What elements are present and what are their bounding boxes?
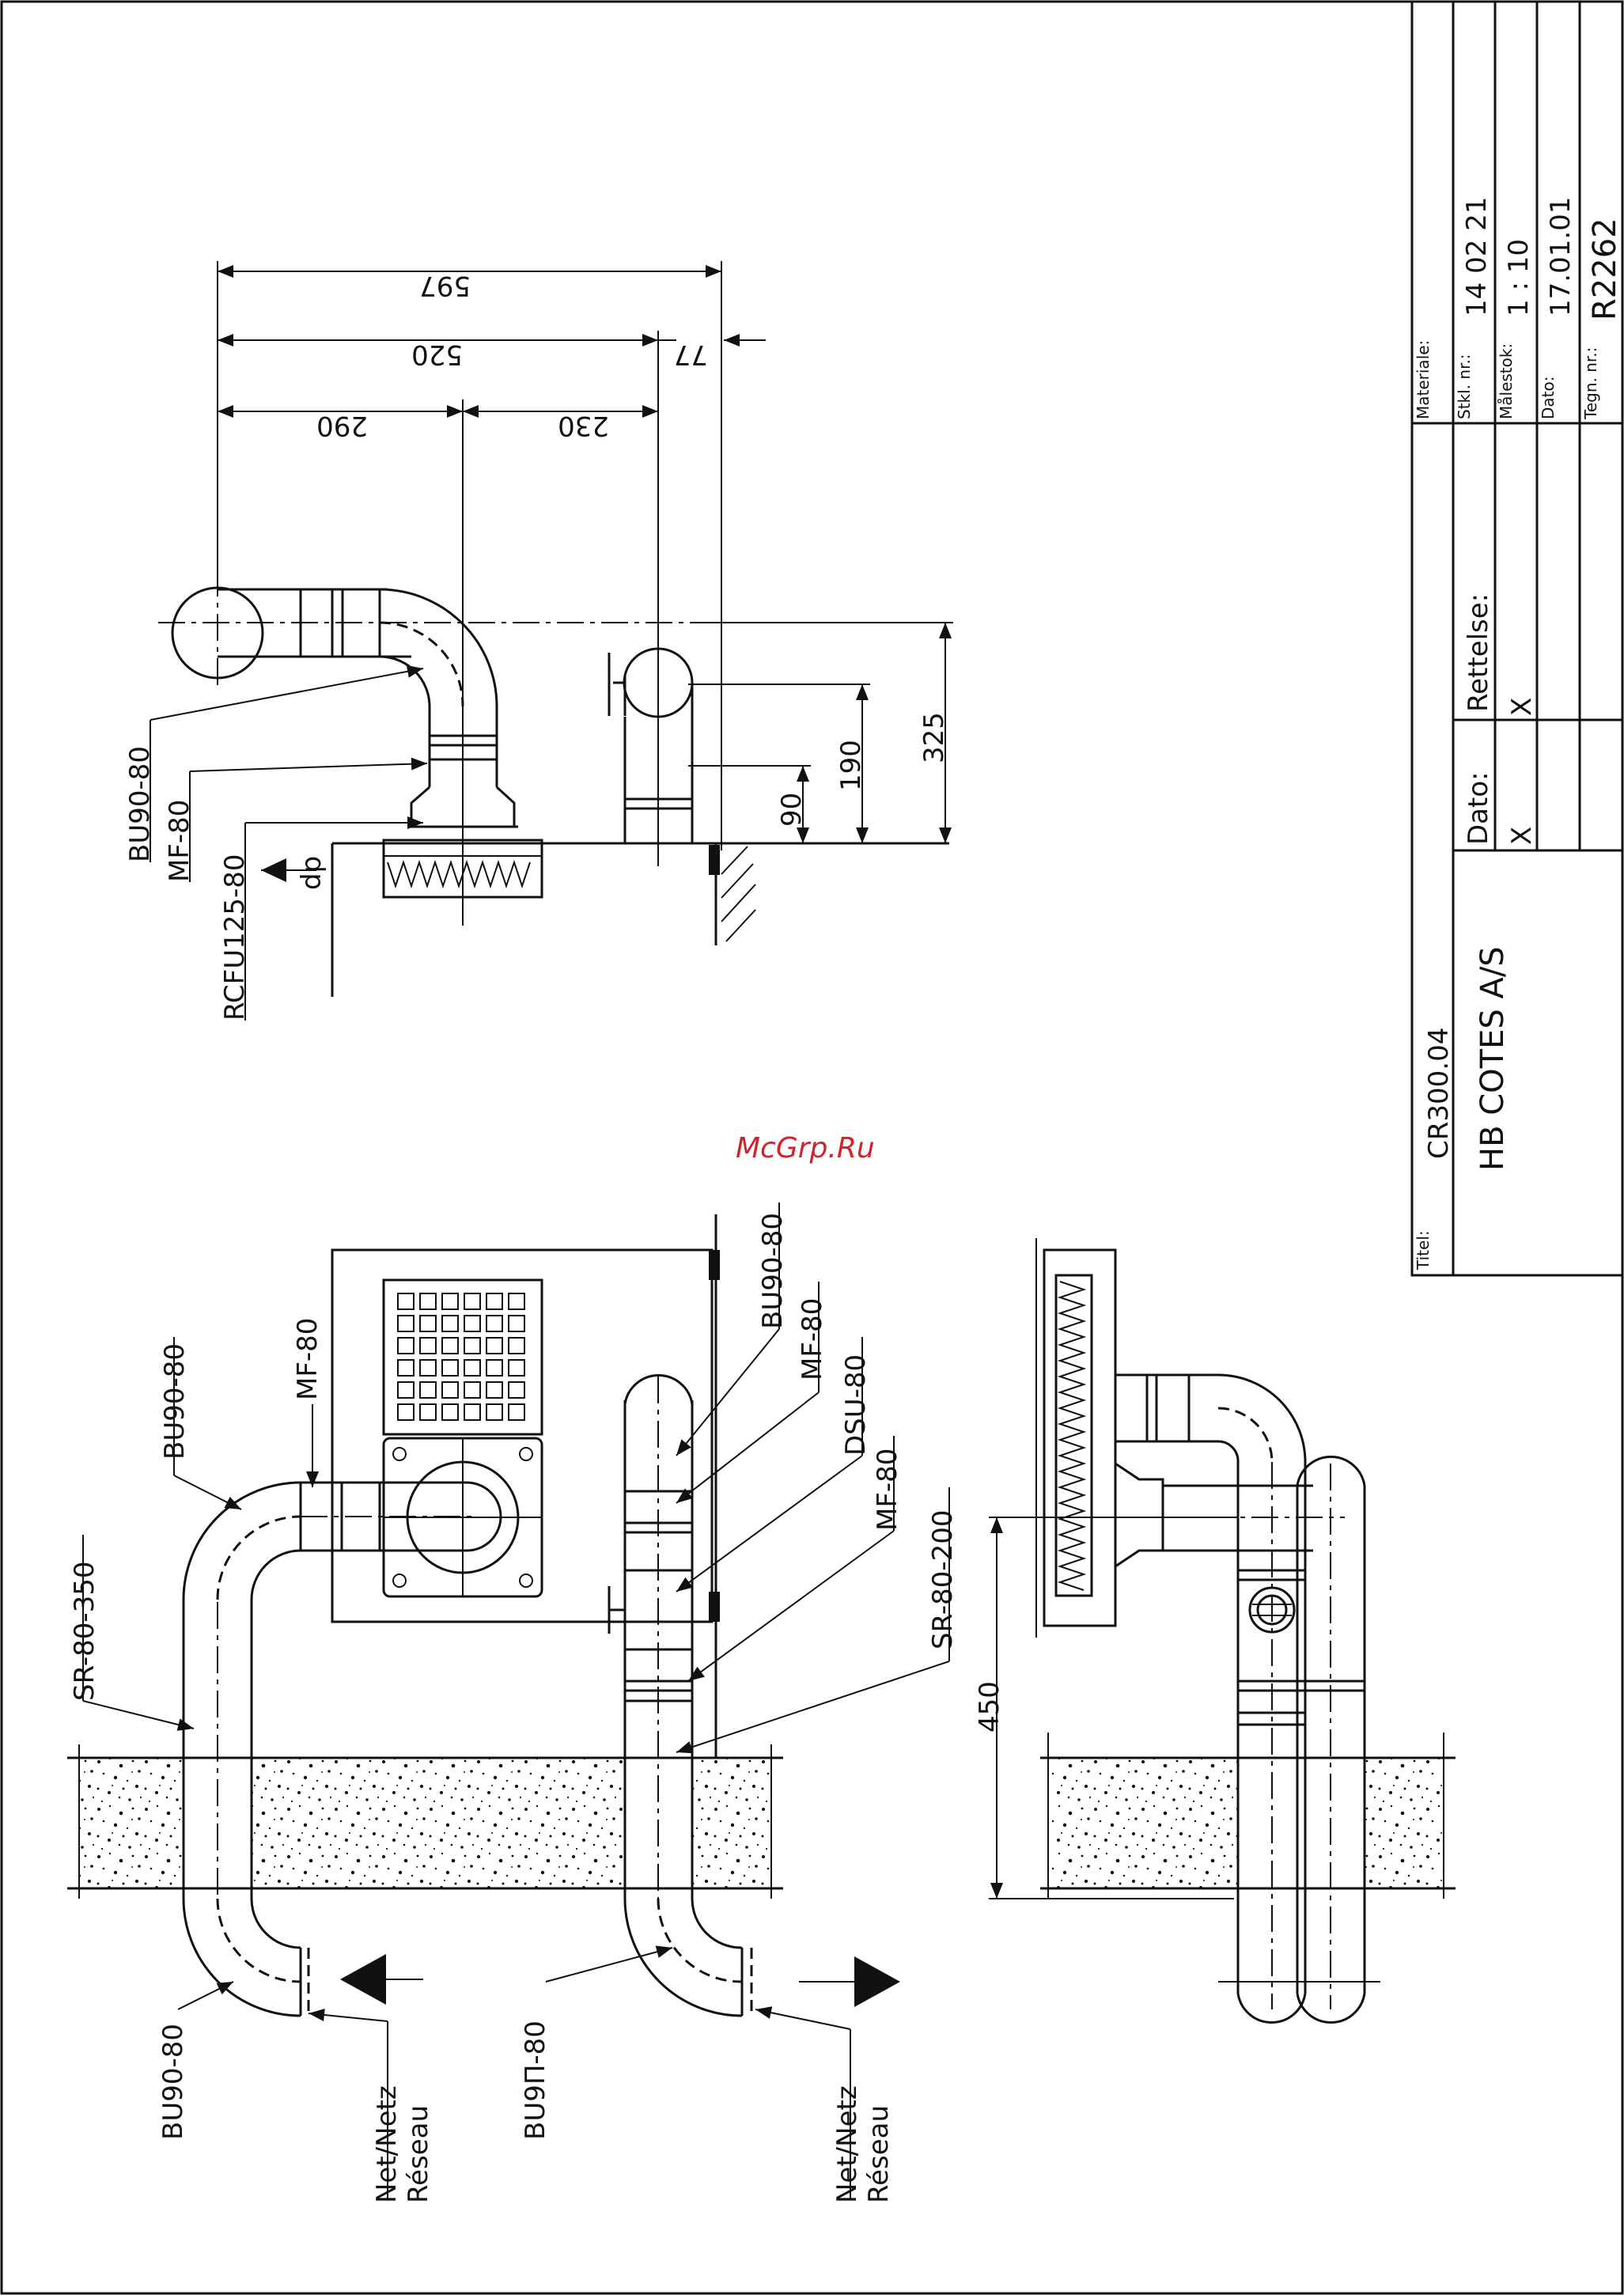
label-bu90-right: BU90-80: [757, 1213, 789, 1329]
dim-520: 520: [411, 339, 463, 370]
label-net-1a: Net/Netz: [371, 2085, 403, 2203]
label-top-mf: MF-80: [164, 800, 195, 882]
title-block: Materiale: Stkl. nr.: 14 02 21 Målestok:…: [1410, 0, 1624, 1277]
dato-value: 17.01.01: [1545, 197, 1577, 316]
dim-90: 90: [776, 793, 808, 827]
dim-290: 290: [316, 410, 368, 441]
watermark: McGrp.Ru: [736, 1132, 875, 1165]
label-dato2: Dato:: [1463, 771, 1494, 845]
label-net-2a: Net/Netz: [831, 2085, 863, 2203]
titel-value: CR300.04: [1423, 1028, 1455, 1159]
front-view: SR-80-350 BU90-80 MF-80 BU90-80 MF-80 DS…: [67, 1202, 959, 2203]
label-dato: Dato:: [1539, 377, 1558, 419]
label-stkl: Stkl. nr.:: [1455, 354, 1474, 419]
dato2-value: X: [1506, 827, 1538, 845]
label-mf-right-2: MF-80: [872, 1449, 903, 1531]
label-mf-right-1: MF-80: [797, 1298, 828, 1380]
label-top-rcfu: RCFU125-80: [219, 854, 251, 1021]
label-top-bu90: BU90-80: [124, 746, 156, 862]
label-sr-80-350: SR-80-350: [69, 1561, 100, 1701]
label-bu9p-bottom: BU9Π-80: [520, 2020, 551, 2140]
label-net-2b: Réseau: [863, 2105, 895, 2203]
label-dsu: DSU-80: [840, 1354, 872, 1456]
label-materiale: Materiale:: [1414, 340, 1433, 419]
label-dp: dp: [296, 856, 327, 890]
tegn-value: R2262: [1587, 218, 1623, 320]
malestok-value: 1 : 10: [1503, 239, 1535, 316]
side-view: 450: [974, 1238, 1456, 2024]
dim-325: 325: [918, 712, 950, 763]
label-titel: Titel:: [1414, 1230, 1433, 1271]
label-sr-80-200: SR-80-200: [927, 1509, 959, 1649]
label-tegn: Tegn. nr.:: [1581, 347, 1600, 420]
dim-230: 230: [558, 410, 609, 441]
label-net-1b: Réseau: [403, 2105, 434, 2203]
dim-597: 597: [419, 270, 471, 301]
stkl-value: 14 02 21: [1461, 197, 1493, 316]
label-mf-left: MF-80: [292, 1318, 324, 1400]
label-bu90-bottom: BU90-80: [157, 2024, 189, 2140]
label-bu90-left: BU90-80: [159, 1343, 191, 1460]
rettelse-value: X: [1506, 698, 1538, 716]
top-view: 597 520 290 230 77 325 190 90: [124, 261, 953, 1021]
label-malestok: Målestok:: [1497, 343, 1516, 419]
dim-77: 77: [674, 339, 708, 370]
dim-450: 450: [974, 1681, 1005, 1733]
label-rettelse: Rettelse:: [1463, 593, 1494, 712]
company-name: HB COTES A/S: [1474, 946, 1511, 1171]
dim-190: 190: [835, 740, 867, 791]
